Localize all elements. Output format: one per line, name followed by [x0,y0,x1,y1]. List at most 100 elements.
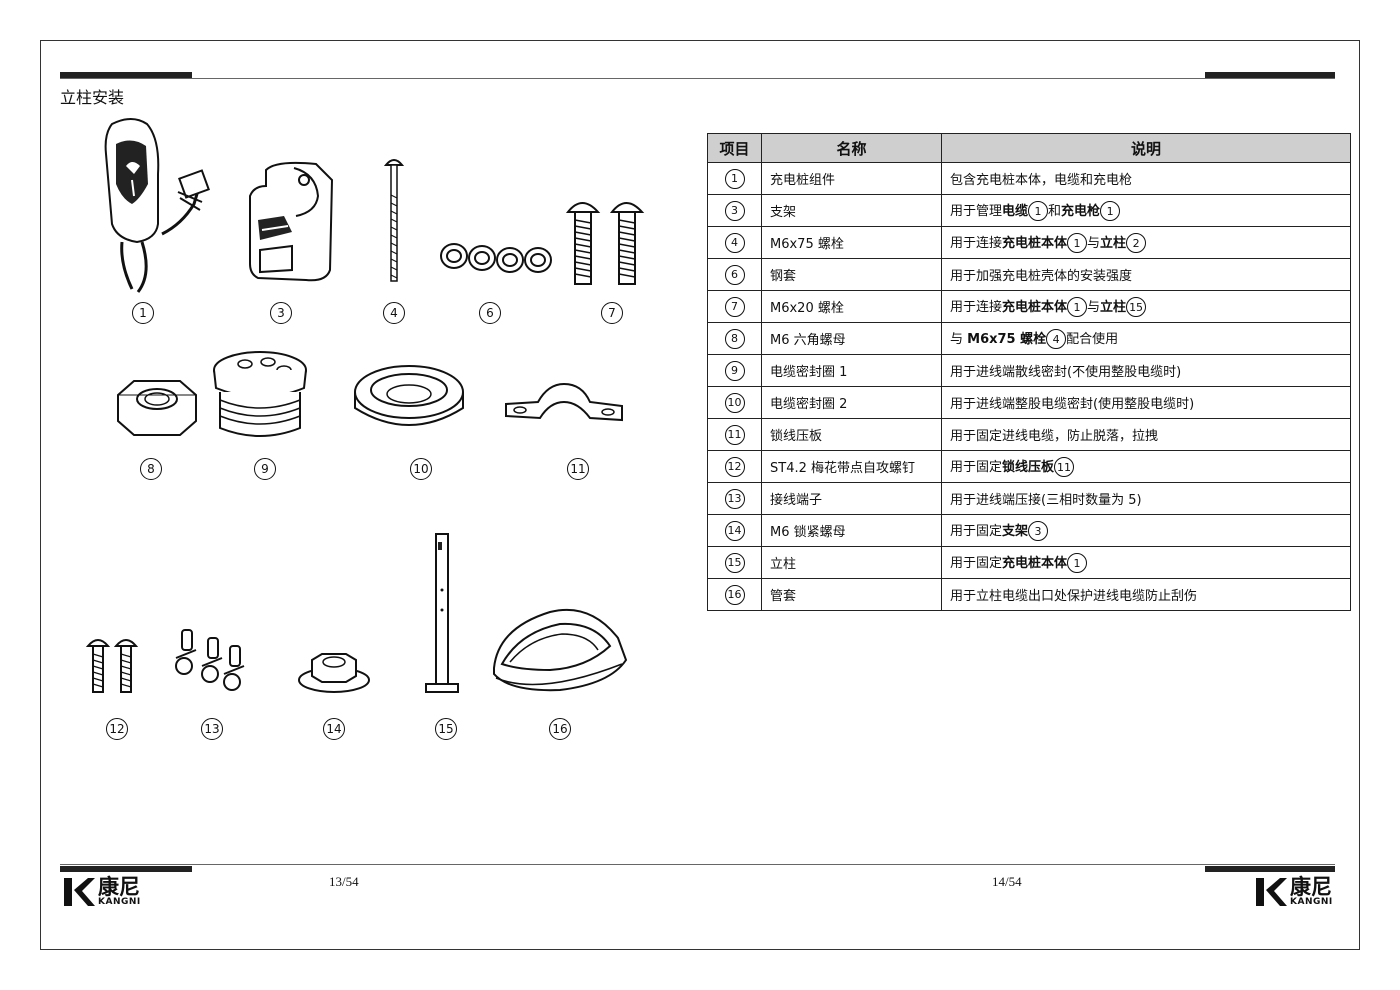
reference-label: 立柱 [1100,235,1127,251]
cell-description: 用于进线端散线密封(不使用整股电缆时) [941,354,1351,387]
item-number: 4 [724,232,745,253]
cell-name: 充电桩组件 [761,162,942,195]
steel-sleeve-icon [438,238,558,278]
part-number-13: 13 [201,718,223,740]
table-row: 1 充电桩组件包含充电桩本体，电缆和充电枪 [707,162,1351,195]
logo-left-cn: 康尼 [98,875,140,899]
terminal-icon [168,626,252,696]
logo-right-en: KANGNI [1290,897,1333,907]
logo-left-en: KANGNI [98,897,141,907]
cell-description: 用于加强充电桩壳体的安装强度 [941,258,1351,291]
kangni-logo-icon [1256,878,1287,906]
long-bolt-icon [382,155,406,285]
cell-item: 7 [707,290,762,323]
cell-item: 6 [707,258,762,291]
description-text: 用于连接 [950,235,1003,251]
item-number: 13 [724,488,745,509]
part-number-9: 9 [254,458,276,480]
cell-item: 10 [707,386,762,419]
item-number: 11 [724,424,745,445]
description-text: 配合使用 [1066,331,1119,347]
part-number-11: 11 [567,458,589,480]
cell-name: M6x75 螺栓 [761,226,942,259]
cell-item: 9 [707,354,762,387]
part-number-12: 12 [106,718,128,740]
item-number: 6 [724,264,745,285]
item-number: 1 [724,168,745,189]
cell-description: 用于进线端压接(三相时数量为 5) [941,482,1351,515]
cell-description: 用于立柱电缆出口处保护进线电缆防止刮伤 [941,578,1351,611]
description-text: 用于固定 [950,555,1003,571]
reference-number: 1 [1100,201,1121,222]
item-number: 15 [724,552,745,573]
footer-bar-left [60,866,192,872]
description-text: 和 [1048,203,1062,219]
footer-bar-right [1205,866,1335,872]
reference-number: 3 [1028,521,1049,542]
cell-description: 包含充电桩本体，电缆和充电枪 [941,162,1351,195]
header-line [60,78,1335,79]
reference-label: 充电枪 [1061,203,1101,219]
cell-item: 16 [707,578,762,611]
part-number-15: 15 [435,718,457,740]
description-text: 与 [1087,299,1101,315]
description-text: 用于连接 [950,299,1003,315]
pipe-sleeve-icon [490,598,630,696]
header-description: 说明 [941,133,1351,163]
item-number: 3 [724,200,745,221]
post-icon [422,530,462,700]
cell-item: 13 [707,482,762,515]
part-number-8: 8 [140,458,162,480]
logo-right: 康尼 KANGNI [1254,876,1333,908]
reference-number: 1 [1067,233,1088,254]
reference-label: 充电桩本体 [1002,555,1068,571]
description-text: 与 [1087,235,1101,251]
cell-description: 用于进线端整股电缆密封(使用整股电缆时) [941,386,1351,419]
item-number: 12 [724,456,745,477]
lock-nut-icon [296,650,372,696]
part-number-4: 4 [383,302,405,324]
description-text: 用于固定 [950,523,1003,539]
cell-item: 8 [707,322,762,355]
part-number-16: 16 [549,718,571,740]
short-bolt-icon [564,194,654,286]
part-number-3: 3 [270,302,292,324]
page-number-left: 13/54 [329,874,359,889]
cell-name: 电缆密封圈 1 [761,354,942,387]
cell-name: 锁线压板 [761,418,942,451]
header-bar-right [1205,72,1335,78]
item-number: 8 [724,328,745,349]
parts-diagram: 1 3 4 6 7 8 9 10 11 12 13 14 15 16 [60,110,660,760]
section-title: 立柱安装 [60,88,125,107]
cable-seal-1-icon [210,348,310,444]
bracket-icon [246,160,338,285]
header-item: 项目 [707,133,762,163]
kangni-logo-icon [64,878,95,906]
cell-name: 电缆密封圈 2 [761,386,942,419]
reference-label: 支架 [1002,523,1029,539]
cell-name: M6x20 螺栓 [761,290,942,323]
reference-number: 1 [1067,553,1088,574]
part-number-14: 14 [323,718,345,740]
header-name: 名称 [761,133,942,163]
cell-name: 管套 [761,578,942,611]
logo-right-cn: 康尼 [1290,875,1332,899]
item-number: 10 [724,392,745,413]
part-number-10: 10 [410,458,432,480]
reference-number: 1 [1028,201,1049,222]
cell-item: 11 [707,418,762,451]
